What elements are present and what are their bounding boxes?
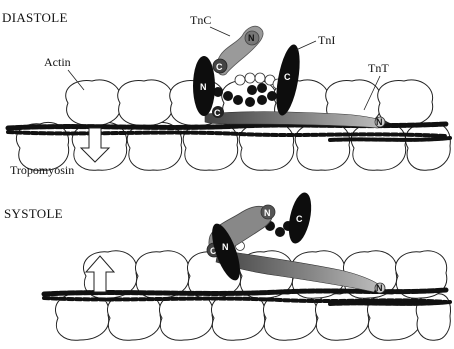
tropomyosin-label: Tropomyosin (10, 163, 74, 177)
tropomyosin-strand-overlap (330, 138, 450, 140)
core-c-label: C (214, 108, 221, 118)
actin-monomer (378, 80, 433, 125)
actin-monomer (118, 80, 173, 125)
tni-c-label: C (284, 72, 291, 82)
tnc-c-label: C (216, 62, 223, 72)
actin-monomer (351, 122, 405, 170)
tnc-pointer (210, 27, 230, 36)
diastole-actin-filament (16, 122, 450, 170)
actin-label: Actin (44, 55, 71, 69)
tropomyosin-strand (8, 132, 446, 136)
tnt-n-label: N (376, 283, 383, 293)
tnc-label: TnC (190, 13, 211, 27)
core-n-label: N (200, 82, 207, 92)
tnc-n-label: N (248, 33, 255, 43)
systole-title: SYSTOLE (4, 206, 63, 221)
tropomyosin-strand-overlap (330, 302, 450, 304)
tnc-n-label: N (264, 208, 271, 218)
tni-c-label: C (296, 214, 303, 224)
actin-monomer (405, 123, 450, 170)
actin-monomer (239, 122, 293, 170)
actin-monomer (295, 122, 349, 170)
diastole-title: DIASTOLE (2, 10, 68, 25)
tni-label: TnI (318, 33, 335, 47)
actin-monomer (66, 80, 121, 125)
diastole-panel: DIASTOLE (2, 10, 450, 177)
systole-panel: SYSTOLE (4, 190, 450, 340)
tnt-label: TnT (368, 61, 389, 75)
tni-pointer (296, 41, 316, 50)
core-n-label: N (222, 242, 229, 252)
tnt-n-label: N (376, 117, 383, 127)
